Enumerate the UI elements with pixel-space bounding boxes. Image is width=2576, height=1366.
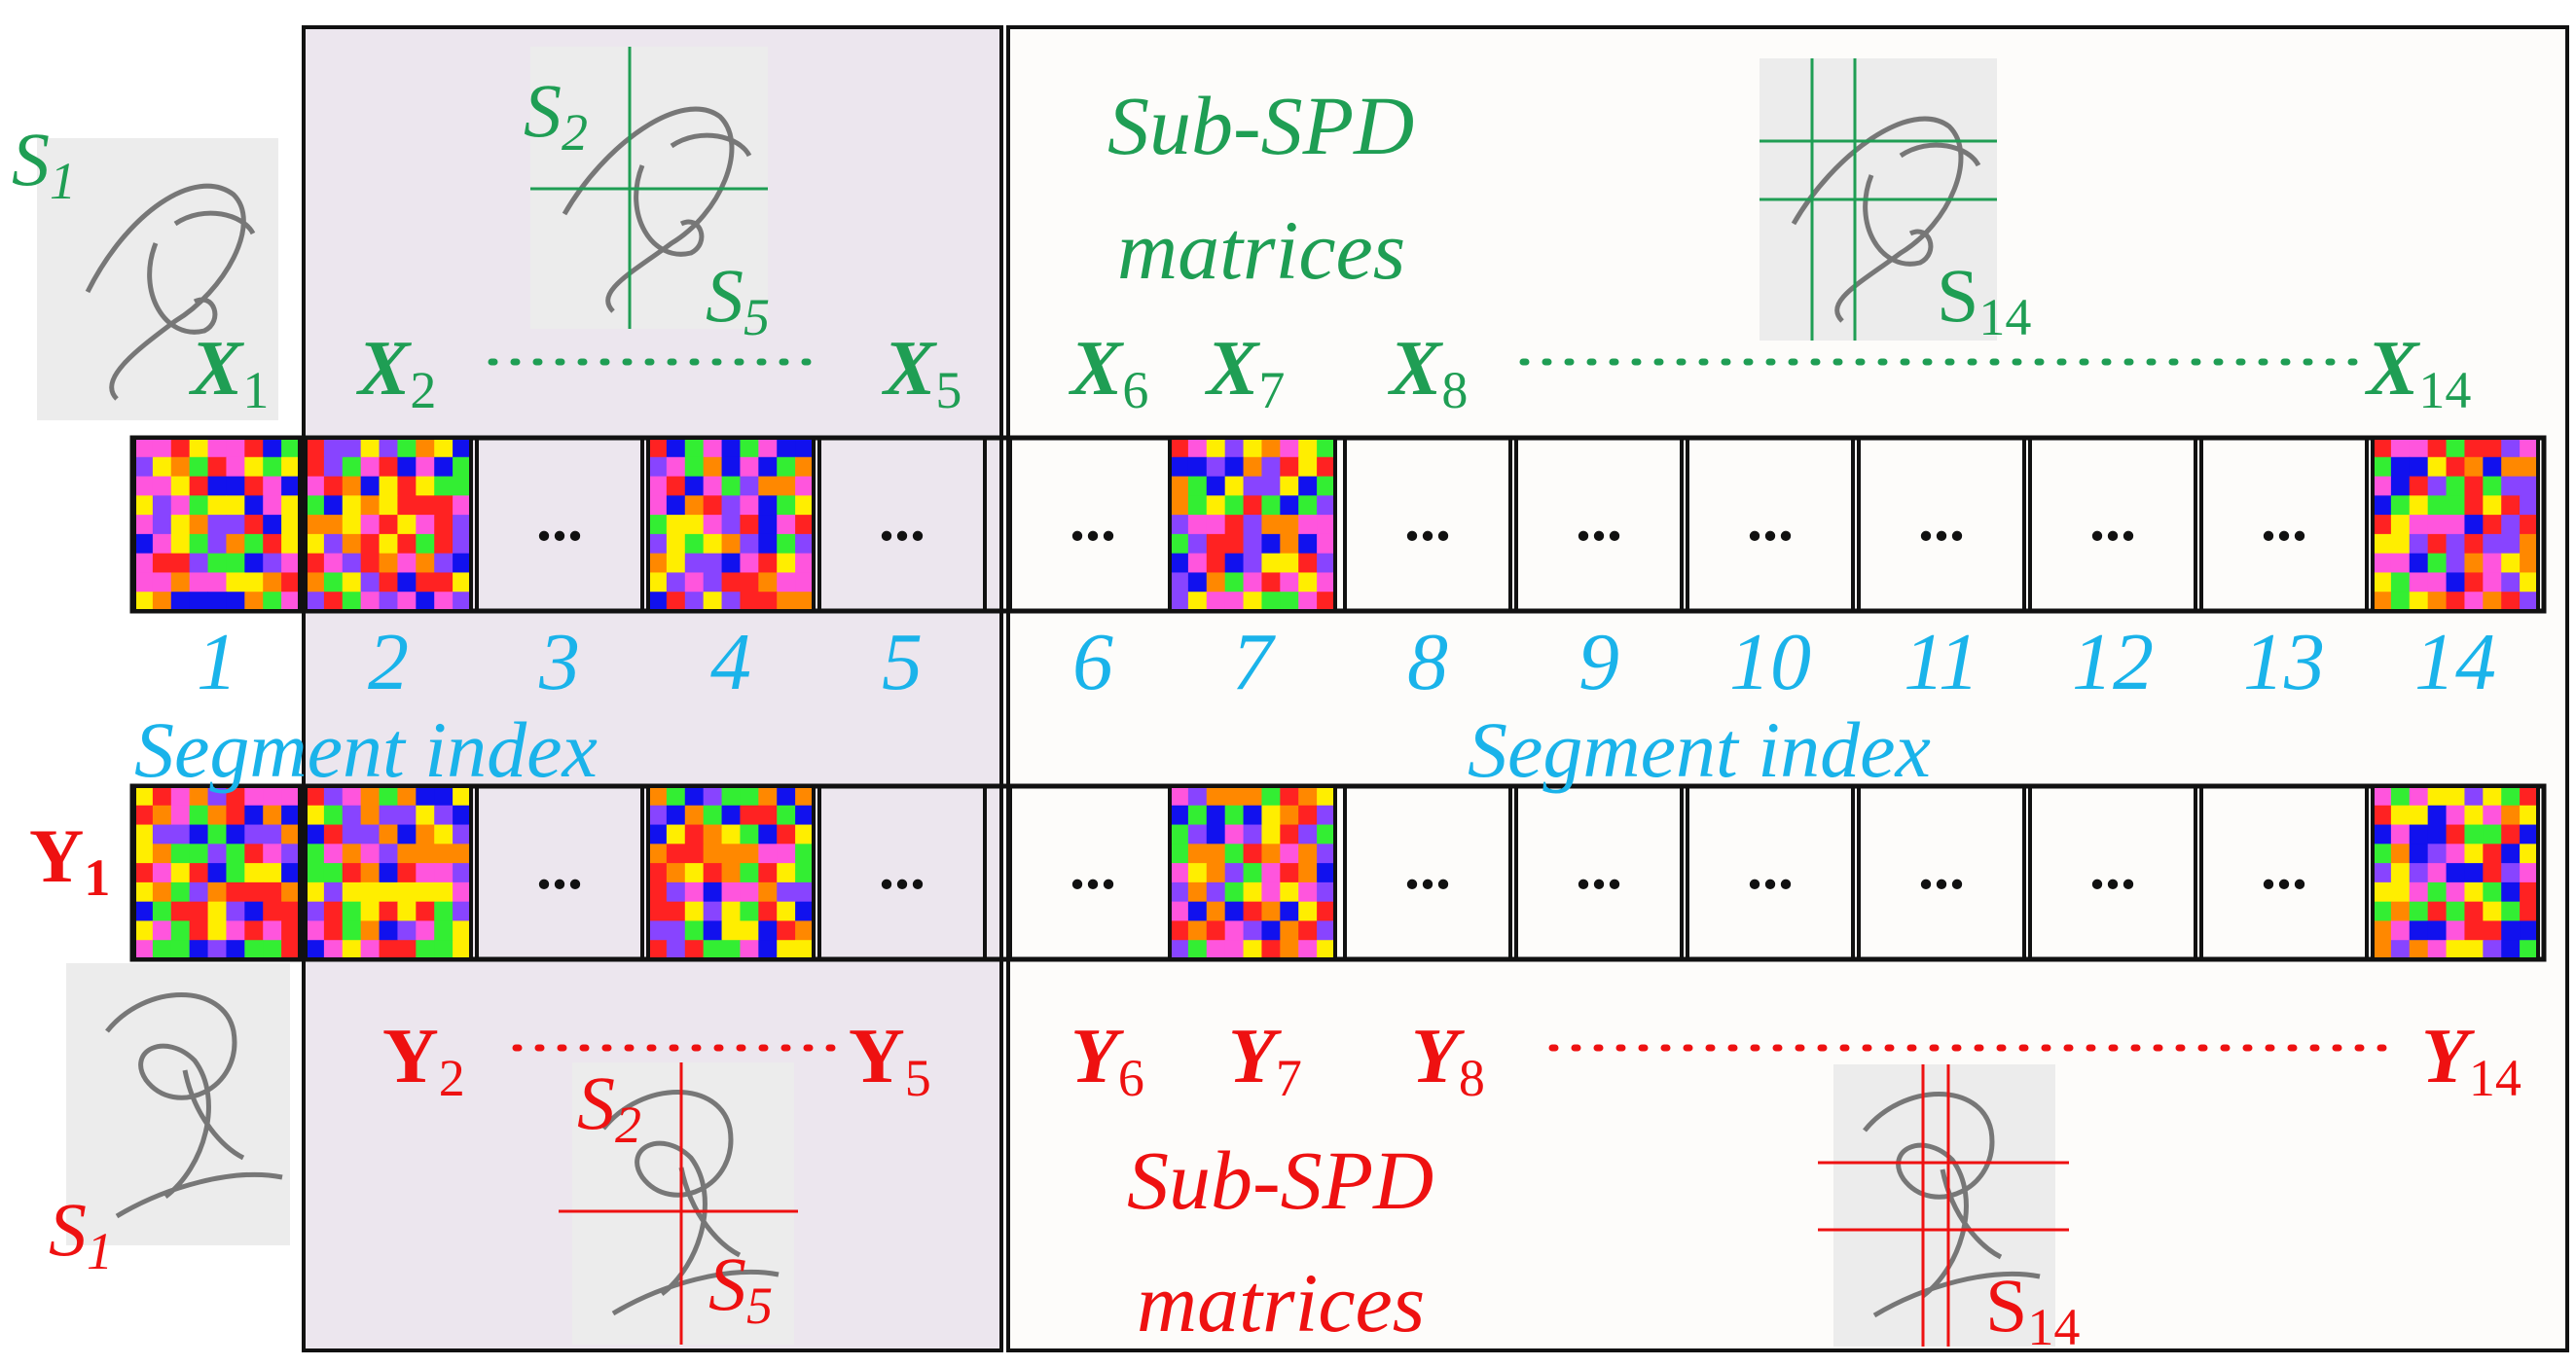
segment-index-label-right: Segment index [1468,705,1931,794]
label-s1-top: S1 [12,117,76,210]
bottom-ellipsis-13: ... [2261,833,2307,902]
segment-number-6: 6 [1072,617,1113,707]
bottom-ellipsis-6: ... [1070,833,1116,902]
bottom-segment-14 [2371,784,2540,961]
top-segment-14 [2371,436,2540,613]
segment-number-14: 14 [2414,617,2496,707]
top-segment-4 [646,436,816,613]
segment-number-12: 12 [2072,617,2154,707]
bottom-segment-7 [1168,784,1337,961]
top-segment-6: ... [1008,436,1178,613]
x-label-1: X1 [188,326,269,419]
sub-spd-label-top-line1: Sub-SPD [1107,79,1414,172]
sub-spd-label-top-line2: matrices [1117,203,1405,297]
segment-number-13: 13 [2243,617,2325,707]
y-label-14: Y14 [2421,1014,2522,1107]
segment-index-label-left: Segment index [134,705,598,794]
segment-strip-bottom: ........................... [129,783,2547,962]
label-s5-top: S5 [706,253,770,346]
x-matrix-labels: X1 X2 X5 X6 X7 X8 X14 [188,326,2471,419]
y-matrix-labels: Y2 Y5 Y6 Y7 Y8 Y14 [382,1014,2522,1107]
signature-thumb-s2-top [530,47,768,329]
bottom-segment-11: ... [1857,784,2026,961]
label-s2-bottom: S2 [577,1060,641,1154]
label-s5-bottom: S5 [708,1241,773,1335]
segment-number-11: 11 [1904,617,1979,707]
segment-number-9: 9 [1578,617,1619,707]
top-segment-1 [132,436,302,613]
x-label-5: X5 [881,326,961,419]
top-ellipsis-10: ... [1747,485,1794,554]
top-segment-12: ... [2028,436,2197,613]
signature-thumb-s1-top [37,138,278,420]
sub-spd-label-bottom-line1: Sub-SPD [1127,1133,1433,1227]
top-ellipsis-13: ... [2261,485,2307,554]
bottom-segment-2 [304,784,473,961]
segment-number-4: 4 [710,617,751,707]
x-label-2: X2 [355,326,436,419]
bottom-ellipsis-3: ... [536,833,583,902]
x-label-8: X8 [1387,326,1468,419]
bottom-ellipsis-8: ... [1404,833,1451,902]
bottom-segment-9: ... [1514,784,1684,961]
segment-number-2: 2 [368,617,409,707]
segment-number-5: 5 [882,617,923,707]
top-segment-5: ... [817,436,987,613]
top-segment-3: ... [475,436,644,613]
sub-spd-label-bottom-line2: matrices [1137,1256,1425,1349]
label-s14-bottom: S14 [1985,1263,2080,1356]
bottom-segment-12: ... [2028,784,2197,961]
top-ellipsis-5: ... [879,485,925,554]
x-label-6: X6 [1068,326,1148,419]
top-ellipsis-11: ... [1918,485,1965,554]
y-label-2: Y2 [382,1014,465,1107]
segment-number-3: 3 [538,617,580,707]
top-ellipsis-9: ... [1576,485,1622,554]
label-s2-top: S2 [524,68,588,162]
segment-number-7: 7 [1232,617,1276,707]
signature-thumb-s2-bottom [559,1062,798,1345]
y-label-8: Y8 [1411,1014,1485,1107]
bottom-segment-4 [646,784,816,961]
top-segment-10: ... [1686,436,1855,613]
bottom-segment-8: ... [1343,784,1512,961]
top-segment-8: ... [1343,436,1512,613]
bottom-ellipsis-5: ... [879,833,925,902]
top-segment-7 [1168,436,1337,613]
bottom-segment-10: ... [1686,784,1855,961]
y-label-5: Y5 [849,1014,931,1107]
label-s1-bottom: S1 [49,1187,113,1280]
top-ellipsis-8: ... [1404,485,1451,554]
label-y1: Y1 [29,813,110,907]
segment-strip-top: ........................... [129,435,2547,614]
bottom-segment-13: ... [2199,784,2369,961]
bottom-ellipsis-9: ... [1576,833,1622,902]
signature-thumb-s14-top [1760,58,1997,341]
segment-number-1: 1 [197,617,237,707]
top-ellipsis-12: ... [2089,485,2136,554]
top-ellipsis-3: ... [536,485,583,554]
bottom-segment-1 [132,784,302,961]
top-segment-13: ... [2199,436,2369,613]
y-label-6: Y6 [1070,1014,1144,1107]
bottom-segment-5: ... [817,784,987,961]
bottom-ellipsis-12: ... [2089,833,2136,902]
bottom-ellipsis-10: ... [1747,833,1794,902]
top-segment-2 [304,436,473,613]
y-label-7: Y7 [1228,1014,1302,1107]
label-s14-top: S14 [1937,253,2031,346]
bottom-segment-3: ... [475,784,644,961]
x-label-14: X14 [2364,326,2471,419]
x-label-7: X7 [1204,326,1285,419]
signature-thumb-s1-bottom [66,963,290,1245]
segment-number-10: 10 [1729,617,1811,707]
top-segment-9: ... [1514,436,1684,613]
top-segment-11: ... [1857,436,2026,613]
top-ellipsis-6: ... [1070,485,1116,554]
signature-thumb-s14-bottom [1818,1064,2069,1347]
segment-number-8: 8 [1407,617,1448,707]
bottom-ellipsis-11: ... [1918,833,1965,902]
